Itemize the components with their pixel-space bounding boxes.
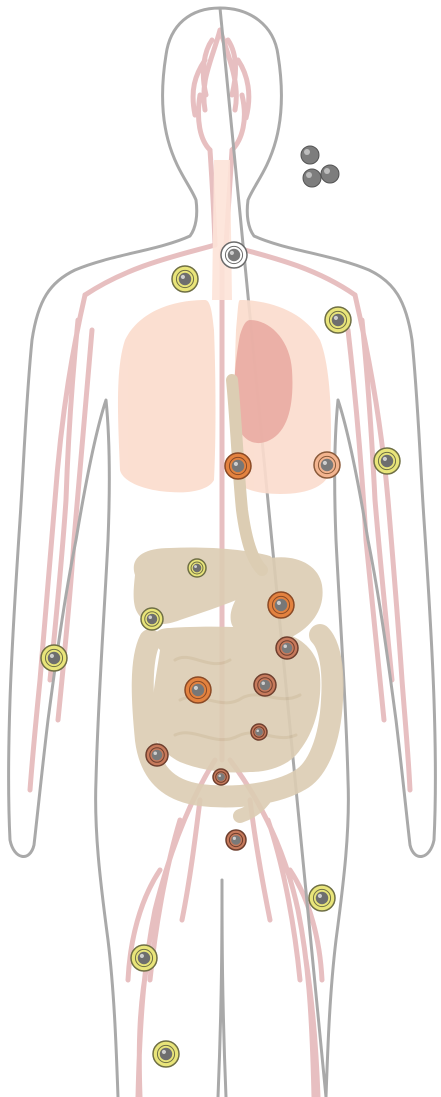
marker-highlight [261, 681, 265, 685]
marker-highlight [256, 729, 259, 732]
marker-core [381, 455, 393, 467]
marker-highlight [318, 894, 322, 898]
trachea [212, 160, 232, 300]
marker-core [260, 680, 271, 691]
marker-core [152, 750, 163, 761]
marker-right-thigh [309, 885, 335, 911]
lymph-node-cluster-icon [301, 146, 339, 187]
marker-neck [221, 242, 247, 268]
marker-core [179, 273, 191, 285]
left-arm-vessels [30, 295, 92, 790]
marker-left-knee [153, 1041, 179, 1067]
lymph-node-highlight [304, 149, 310, 155]
marker-core [193, 564, 202, 573]
marker-highlight [50, 654, 54, 658]
marker-highlight [383, 457, 387, 461]
marker-highlight [162, 1050, 166, 1054]
marker-highlight [334, 316, 338, 320]
marker-lower-esophagus [225, 453, 251, 479]
marker-stomach [268, 592, 294, 618]
marker-highlight [194, 565, 197, 568]
marker-left-forearm [41, 645, 67, 671]
head-vessels [193, 30, 249, 150]
marker-liver [188, 559, 206, 577]
marker-highlight [153, 751, 157, 755]
marker-colon-left [146, 744, 168, 766]
digestive-system [134, 547, 333, 816]
marker-core [321, 459, 333, 471]
marker-highlight [140, 954, 144, 958]
marker-small-intestine-left [185, 677, 211, 703]
marker-highlight [230, 251, 234, 255]
marker-highlight [234, 462, 238, 466]
marker-highlight [233, 837, 236, 840]
marker-left-thigh [131, 945, 157, 971]
marker-sigmoid [213, 769, 229, 785]
marker-core [316, 892, 328, 904]
marker-core [138, 952, 150, 964]
marker-right-lung [314, 452, 340, 478]
marker-highlight [218, 774, 221, 777]
marker-highlight [323, 461, 327, 465]
marker-core [228, 249, 240, 261]
marker-core [282, 643, 293, 654]
lymph-node [301, 146, 319, 164]
marker-core [192, 684, 204, 696]
marker-right-shoulder [325, 307, 351, 333]
marker-liver-lower [141, 608, 163, 630]
marker-core [255, 728, 263, 736]
marker-core [332, 314, 344, 326]
marker-core [232, 460, 244, 472]
lymph-node-highlight [306, 172, 312, 178]
right-arm-vessels [348, 295, 410, 790]
lymph-node [321, 165, 339, 183]
left-lung [118, 300, 216, 492]
marker-small-intestine-center [251, 724, 267, 740]
marker-highlight [181, 275, 185, 279]
marker-highlight [194, 686, 198, 690]
marker-core [160, 1048, 172, 1060]
marker-highlight [277, 601, 281, 605]
marker-core [48, 652, 60, 664]
lymph-node [303, 169, 321, 187]
marker-core [217, 773, 225, 781]
marker-rectum [226, 830, 246, 850]
marker-core [147, 614, 158, 625]
marker-highlight [148, 615, 152, 619]
marker-core [275, 599, 287, 611]
marker-core [231, 835, 241, 845]
marker-left-shoulder [172, 266, 198, 292]
marker-small-intestine-right [254, 674, 276, 696]
marker-highlight [283, 644, 287, 648]
marker-colon-right-upper [276, 637, 298, 659]
marker-right-arm [374, 448, 400, 474]
lymph-node-highlight [324, 168, 330, 174]
